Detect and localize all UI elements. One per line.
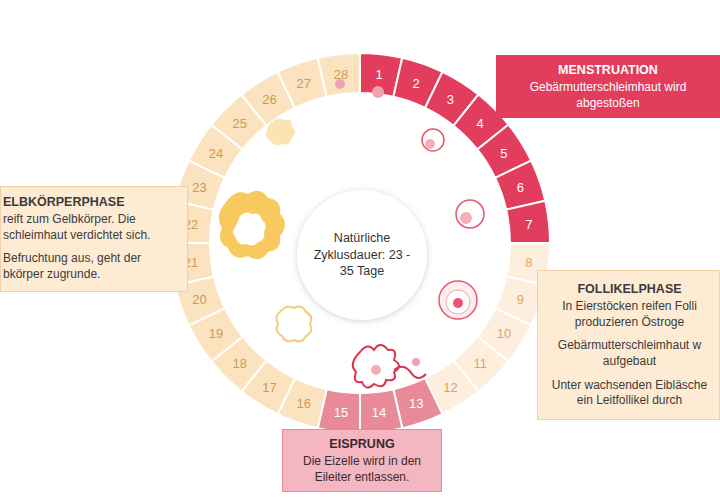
- cycle-length-circle: Natürliche Zyklusdauer: 23 - 35 Tage: [302, 195, 422, 315]
- phase-heading: MENSTRUATION: [504, 62, 712, 78]
- day-number: 13: [409, 396, 423, 411]
- day-number: 12: [443, 379, 457, 394]
- day-number: 9: [517, 292, 524, 307]
- day-number: 14: [372, 404, 386, 419]
- day-number: 5: [500, 145, 507, 160]
- day-number: 18: [233, 356, 247, 371]
- day-number: 26: [262, 92, 276, 107]
- day-ring: [170, 53, 550, 433]
- day-segment: [318, 53, 360, 97]
- center-disc: [297, 190, 427, 320]
- day-number: 11: [473, 356, 487, 371]
- day-number: 19: [209, 326, 223, 341]
- day-number: 25: [233, 115, 247, 130]
- day-number: 15: [334, 404, 348, 419]
- phase-text: Unter wachsenden Eibläsche ein Leitfolli…: [546, 378, 713, 409]
- day-number: 3: [447, 92, 454, 107]
- phase-text: Die Eizelle wird in den Eileiter entlass…: [289, 454, 435, 485]
- day-number: 23: [192, 179, 206, 194]
- phase-text: Befruchtung aus, geht der bkörper zugrun…: [3, 251, 181, 282]
- day-number: 24: [209, 145, 223, 160]
- day-number: 1: [375, 67, 382, 82]
- phase-heading: FOLLIKELPHASE: [546, 281, 713, 297]
- phase-box: EISPRUNG Die Eizelle wird in den Eileiter…: [282, 429, 442, 492]
- phase-box: ELBKÖRPERPHASE reift zum Gelbkörper. Die …: [0, 186, 188, 292]
- phase-text: Gebärmutterschleimhaut w aufgebaut: [546, 338, 713, 369]
- day-number: 4: [477, 115, 484, 130]
- day-number: 20: [192, 292, 206, 307]
- day-number: 16: [297, 396, 311, 411]
- day-segment: [506, 201, 550, 243]
- follicle-illustration: [219, 79, 484, 388]
- day-number: 10: [497, 326, 511, 341]
- phase-text: reift zum Gelbkörper. Die schleimhaut ve…: [3, 212, 181, 243]
- phase-text: In Eierstöcken reifen Folli produzieren …: [546, 299, 713, 330]
- day-number: 2: [413, 75, 420, 90]
- day-number: 17: [262, 379, 276, 394]
- phase-heading: ELBKÖRPERPHASE: [3, 194, 181, 210]
- center-text: Natürliche Zyklusdauer: 23 - 35 Tage: [312, 230, 412, 281]
- phase-box: MENSTRUATION Gebärmutterschleimhaut wird …: [496, 55, 720, 118]
- phase-box: FOLLIKELPHASE In Eierstöcken reifen Folli…: [537, 270, 720, 420]
- day-number: 27: [297, 75, 311, 90]
- day-number: 28: [334, 67, 348, 82]
- phase-heading: EISPRUNG: [289, 436, 435, 452]
- phase-text: Gebärmutterschleimhaut wird abgestoßen: [504, 80, 712, 111]
- day-number: 8: [525, 255, 532, 270]
- day-number: 6: [517, 179, 524, 194]
- day-segment: [360, 389, 402, 433]
- day-number: 7: [525, 216, 532, 231]
